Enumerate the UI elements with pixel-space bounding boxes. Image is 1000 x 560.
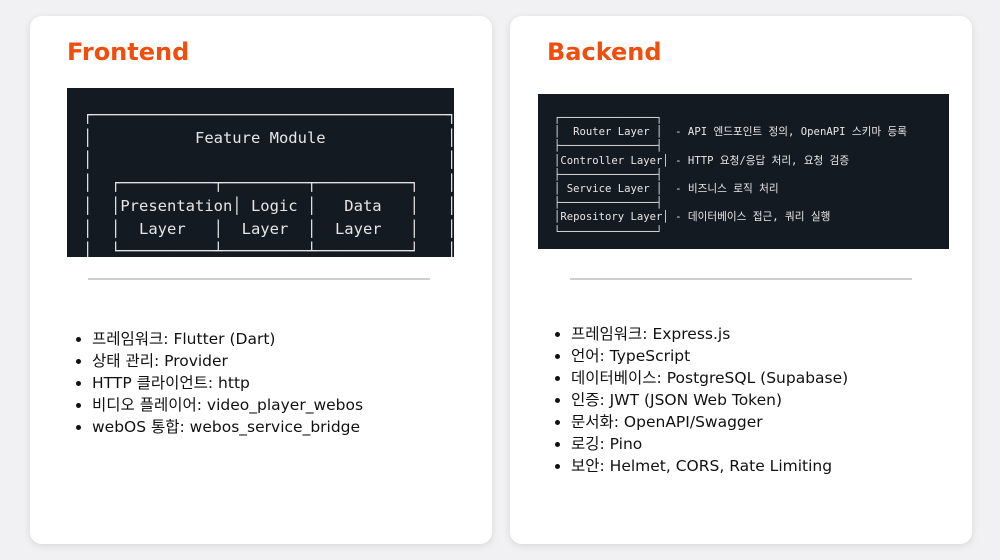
backend-architecture-diagram: ┌───────────────┐ │ Router Layer │ - API… xyxy=(538,94,949,249)
backend-card: Backend ┌───────────────┐ │ Router Layer… xyxy=(510,16,972,544)
frontend-divider xyxy=(88,278,430,280)
list-item: 프레임워크: Express.js xyxy=(571,323,848,345)
list-item: 문서화: OpenAPI/Swagger xyxy=(571,411,848,433)
frontend-diagram-text: ┌──────────────────────────────────────┐… xyxy=(83,106,454,257)
backend-tech-list: 프레임워크: Express.js 언어: TypeScript 데이터베이스:… xyxy=(546,323,848,477)
list-item: 로깅: Pino xyxy=(571,433,848,455)
backend-diagram-text: ┌───────────────┐ │ Router Layer │ - API… xyxy=(554,112,907,238)
list-item: 인증: JWT (JSON Web Token) xyxy=(571,389,848,411)
frontend-card: Frontend ┌──────────────────────────────… xyxy=(30,16,492,544)
list-item: 언어: TypeScript xyxy=(571,345,848,367)
backend-title: Backend xyxy=(547,38,662,66)
list-item: 프레임워크: Flutter (Dart) xyxy=(92,328,363,350)
list-item: 보안: Helmet, CORS, Rate Limiting xyxy=(571,455,848,477)
list-item: webOS 통합: webos_service_bridge xyxy=(92,416,363,438)
list-item: 비디오 플레이어: video_player_webos xyxy=(92,394,363,416)
frontend-tech-list: 프레임워크: Flutter (Dart) 상태 관리: Provider HT… xyxy=(67,328,363,438)
backend-divider xyxy=(570,278,912,280)
list-item: HTTP 클라이언트: http xyxy=(92,372,363,394)
list-item: 상태 관리: Provider xyxy=(92,350,363,372)
frontend-title: Frontend xyxy=(67,38,190,66)
list-item: 데이터베이스: PostgreSQL (Supabase) xyxy=(571,367,848,389)
frontend-architecture-diagram: ┌──────────────────────────────────────┐… xyxy=(67,88,454,257)
